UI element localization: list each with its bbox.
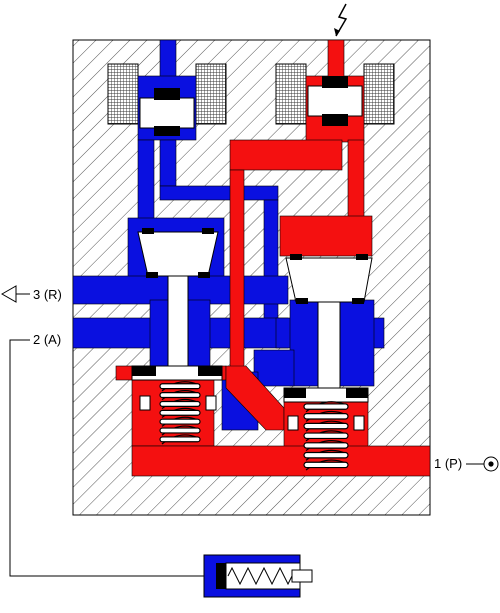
exhaust-port: 3 (R) xyxy=(0,285,62,303)
spring-coil-band xyxy=(303,422,349,430)
spring-coil-band xyxy=(303,442,349,449)
pressure-port: 1 (P) xyxy=(434,456,499,472)
spring-coil-band xyxy=(303,403,349,410)
right-spring-icon xyxy=(303,401,349,471)
spring-coil-band xyxy=(159,409,201,416)
spring-coil-band xyxy=(159,427,201,434)
spring-coil-band xyxy=(303,461,349,469)
spring-coil-band xyxy=(159,383,201,390)
right-valve-seat xyxy=(283,387,369,403)
output-port-label: 2 (A) xyxy=(33,332,61,347)
pressure-port-label: 1 (P) xyxy=(434,456,462,471)
right-coil-left xyxy=(275,63,307,125)
left-coil-left xyxy=(107,63,139,125)
left-spring-icon xyxy=(159,381,201,445)
solenoid-coils xyxy=(107,63,395,125)
spring-coil-band xyxy=(303,432,349,440)
right-armature xyxy=(307,76,363,126)
cylinder-icon xyxy=(203,554,313,598)
left-pilot-piston xyxy=(137,228,219,369)
left-armature xyxy=(139,88,195,136)
exhaust-port-label: 3 (R) xyxy=(33,287,62,302)
exhaust-arrow-icon xyxy=(0,285,17,303)
left-valve-seat xyxy=(131,365,223,381)
lightning-icon xyxy=(334,3,348,37)
spring-coil-band xyxy=(159,436,201,443)
output-port: 2 (A) xyxy=(9,332,204,577)
spring-coil-band xyxy=(159,418,201,425)
valve-side-stems xyxy=(139,395,365,431)
left-coil-right xyxy=(195,63,227,125)
spring-coil-band xyxy=(303,451,349,459)
spring-coil-band xyxy=(159,400,201,407)
spring-coil-band xyxy=(303,413,349,420)
right-coil-right xyxy=(363,63,395,125)
spring-coil-band xyxy=(159,392,201,399)
